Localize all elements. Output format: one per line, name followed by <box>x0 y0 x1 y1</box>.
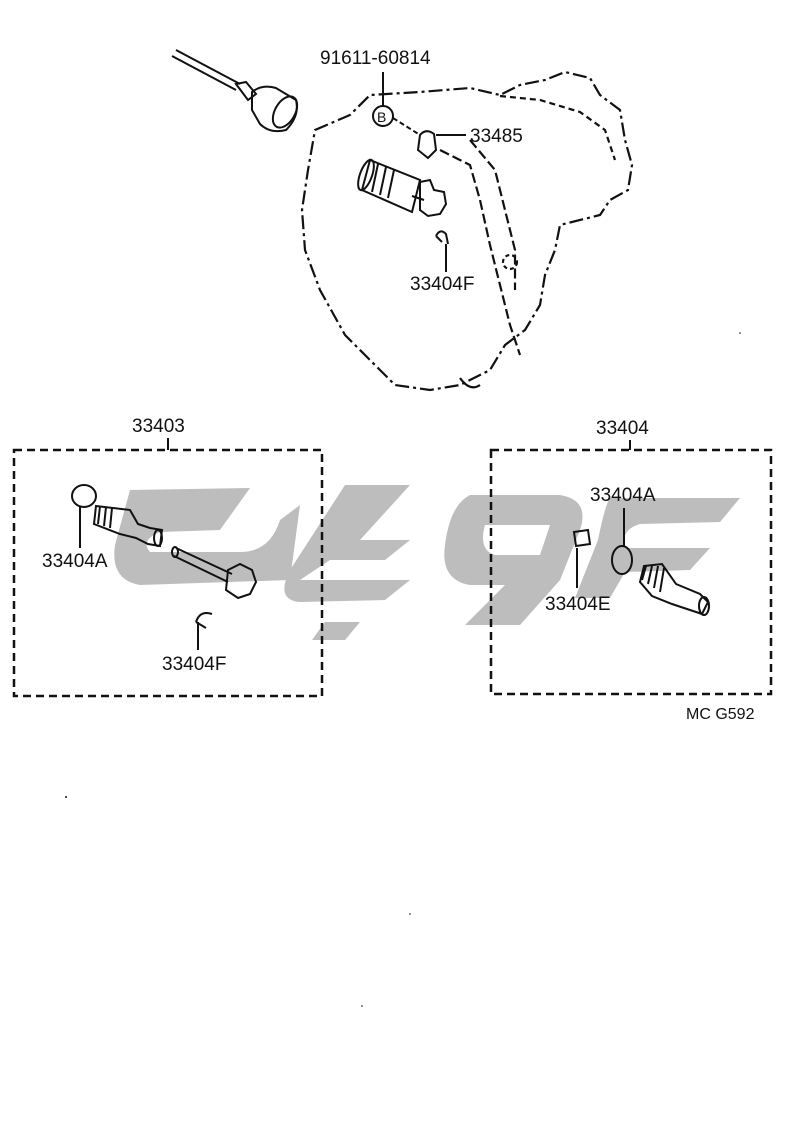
label-clip-left: 33404F <box>162 654 226 675</box>
kit-box-right-frame <box>489 448 773 696</box>
label-kit-left: 33403 <box>132 416 185 437</box>
bolt-and-clamp <box>372 72 466 272</box>
kit-left-parts <box>71 484 258 650</box>
sleeve-body <box>360 158 422 214</box>
label-oring-left: 33404A <box>42 551 108 572</box>
speck <box>739 332 741 334</box>
cable-ferrule <box>234 80 258 102</box>
label-kit-right: 33404 <box>596 418 649 439</box>
sleeve-left-ridges <box>97 505 113 529</box>
oring-left-shape <box>71 484 97 508</box>
watermark-glyph-1 <box>114 488 301 585</box>
sleeve-right-ridges <box>641 565 665 593</box>
kit-box-right <box>489 440 773 696</box>
gear-left-shaft-end <box>171 546 179 558</box>
callout-labels: 91611-60814 B 33485 33404F 33403 33404 3… <box>42 48 755 723</box>
label-clip-top: 33404F <box>410 274 474 295</box>
speck <box>361 1005 363 1007</box>
cable-nut-end <box>271 95 299 129</box>
transmission-housing <box>300 70 634 392</box>
bolt-dashed-line <box>392 117 421 136</box>
speck <box>65 796 67 798</box>
kit-right-parts <box>572 508 710 616</box>
kit-box-left <box>12 438 324 698</box>
sleeve-end <box>357 158 375 192</box>
cable-wire-b <box>175 49 241 85</box>
watermark-glyph-3 <box>444 495 583 625</box>
speck <box>409 913 411 915</box>
driven-gear-assembly <box>357 158 448 218</box>
watermark-logo <box>114 485 740 640</box>
watermark-glyph-4 <box>575 498 740 598</box>
sleeve-ridges <box>371 163 395 199</box>
housing-flange <box>499 94 617 161</box>
clip-top-shape <box>435 230 449 245</box>
gear-left-shaft <box>173 547 233 583</box>
housing-outline <box>300 70 634 392</box>
cable-wire-a <box>171 55 237 91</box>
clamp-body <box>416 130 438 160</box>
housing-inner-rib <box>439 149 522 356</box>
gear-left-teeth <box>224 562 258 600</box>
label-clamp: 33485 <box>470 126 523 147</box>
label-bolt: 91611-60814 <box>320 48 431 69</box>
bushing-right-shape <box>572 528 592 548</box>
sleeve-left-tip <box>153 529 163 547</box>
housing-boss <box>501 253 519 271</box>
label-oring-right: 33404A <box>590 485 656 506</box>
kit-box-left-frame <box>12 448 324 698</box>
speedometer-cable <box>171 49 299 133</box>
label-bushing-right: 33404E <box>545 594 611 615</box>
label-bolt-marker: B <box>377 109 386 125</box>
scan-specks <box>65 332 741 1007</box>
watermark-glyph-2 <box>284 485 410 602</box>
housing-foot <box>459 377 481 389</box>
gear-teeth <box>419 178 448 218</box>
cable-nut <box>251 85 298 133</box>
sleeve-right-tip <box>698 596 710 616</box>
watermark-glyph-2-dot <box>312 622 360 640</box>
gear-shaft <box>411 195 425 201</box>
label-figure-code: MC G592 <box>686 706 755 723</box>
housing-inner-rib-2 <box>469 139 517 290</box>
oring-right-shape <box>611 545 633 575</box>
